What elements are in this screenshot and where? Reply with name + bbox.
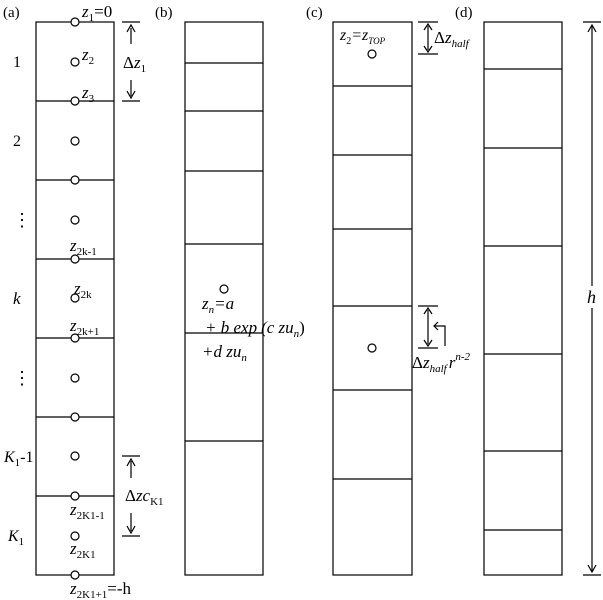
equation-line-1: zn=a (201, 294, 234, 316)
layer-label-K1: K1 (7, 528, 24, 548)
layer-vdots-2: ⋮ (13, 368, 31, 388)
node-circle (70, 293, 80, 303)
node-circle (70, 254, 80, 264)
node-circle (367, 49, 377, 59)
equation-line-2: + b exp(c zun) (205, 318, 305, 340)
z2-ztop-label: z2=zTOP (339, 27, 386, 47)
panel-a-nodes (70, 17, 80, 580)
h-dimension (583, 21, 601, 576)
node-circle (367, 343, 377, 353)
layer-label-2: 2 (13, 133, 21, 150)
dz1-label: Δz1 (123, 53, 146, 75)
node-circle (70, 412, 80, 422)
z1-label: z1=0 (81, 2, 112, 24)
z2k-minus-1-label: z2k-1 (69, 236, 97, 258)
panel-d-label: (d) (455, 5, 473, 21)
z2K1-label: z2K1 (69, 539, 96, 561)
z2-label: z2 (81, 45, 94, 67)
node-circle (70, 17, 80, 27)
z2K1-plus-1-label: z2K1+1=-h (69, 579, 132, 600)
panel-c-frame (332, 21, 413, 576)
node-circle (70, 136, 80, 146)
panel-c-column (332, 21, 413, 576)
layer-vdots-1: ⋮ (13, 210, 31, 230)
dz-half-dimension (418, 21, 438, 55)
z2k-plus-1-label: z2k+1 (69, 316, 99, 338)
panel-b-frame (184, 21, 264, 576)
equation-line-3: +d zun (202, 342, 247, 364)
z2K1-minus-1-label: z2K1-1 (69, 500, 105, 522)
panel-d-frame (483, 21, 563, 576)
layer-label-k: k (13, 289, 21, 308)
dzc-k1-dimension (122, 455, 140, 537)
dz1-dimension (122, 21, 140, 102)
node-circle (70, 373, 80, 383)
layer-label-1: 1 (13, 54, 21, 71)
node-circle (70, 451, 80, 461)
panel-b-column (184, 21, 264, 576)
panel-b-label: (b) (155, 5, 173, 21)
z3-label: z3 (81, 83, 95, 105)
node-circle (70, 96, 80, 106)
dz-half-r-dimension (418, 305, 446, 349)
node-circle (70, 531, 80, 541)
dzc-k1-label: ΔzcK1 (125, 486, 164, 508)
panel-a-label: (a) (3, 5, 20, 21)
node-circle (70, 570, 80, 580)
node-circle (70, 333, 80, 343)
panel-c-label: (c) (306, 5, 323, 21)
node-circle (219, 284, 229, 294)
node-circle (70, 57, 80, 67)
h-label: h (587, 287, 596, 307)
dz-half-label: Δzhalf (434, 28, 471, 50)
panel-d-column (483, 21, 563, 576)
node-circle (70, 215, 80, 225)
z2k-label: z2k (73, 279, 92, 301)
node-circle (70, 491, 80, 501)
layer-label-K1-minus-1: K1-1 (3, 449, 34, 469)
node-circle (70, 175, 80, 185)
